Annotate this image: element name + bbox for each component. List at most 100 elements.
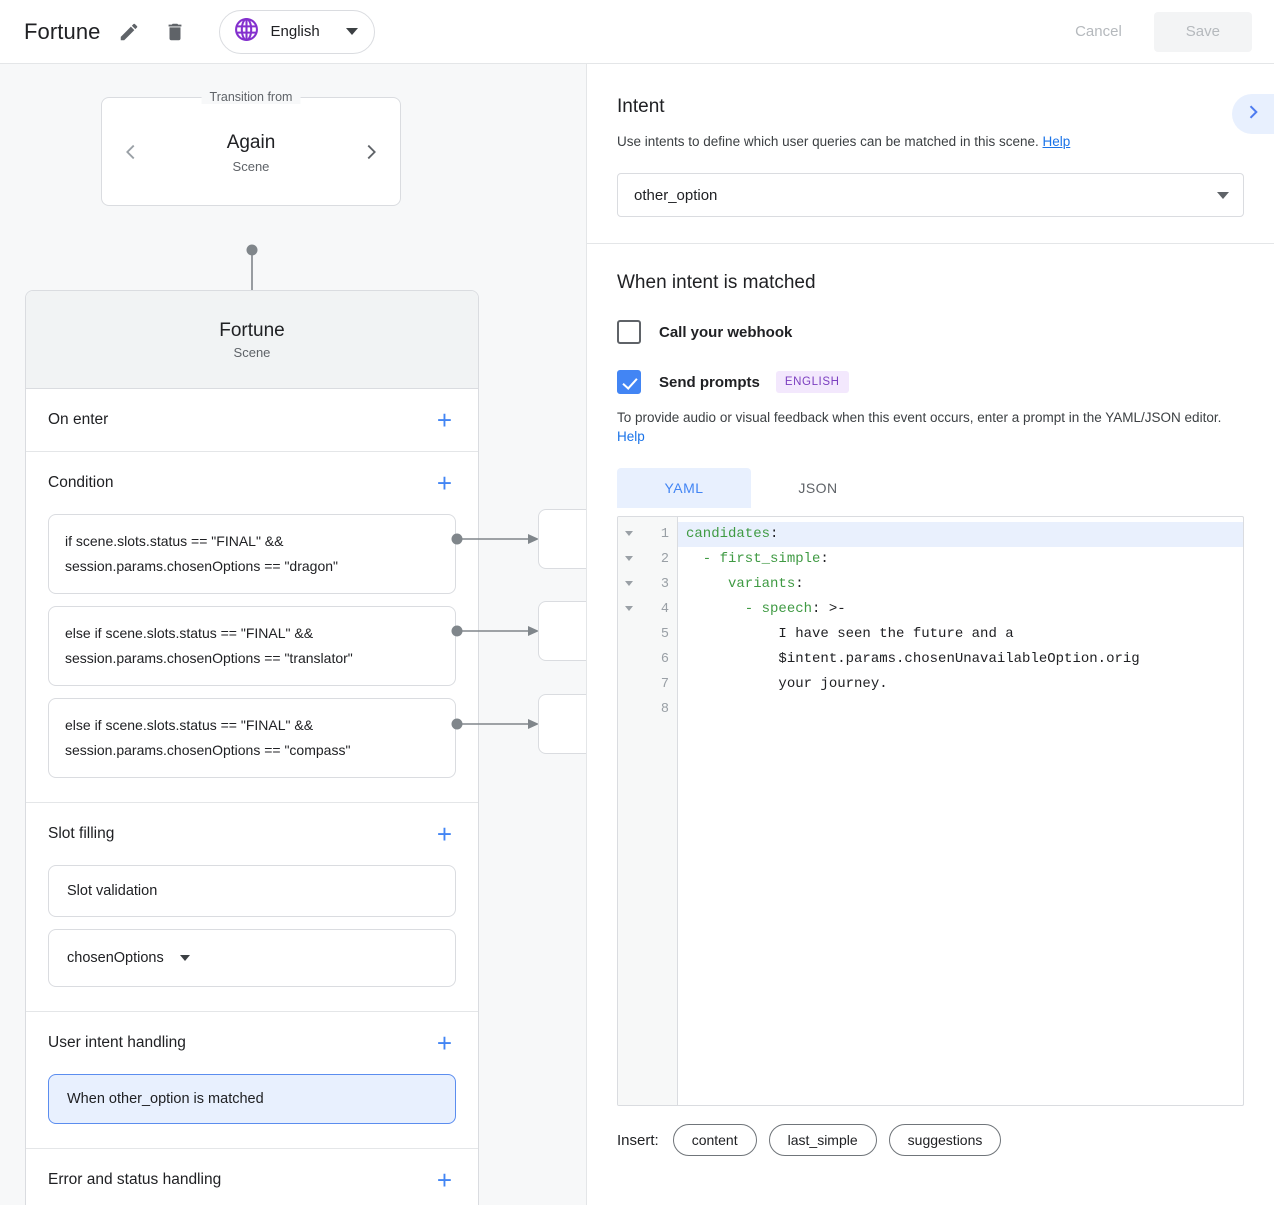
section-slot-filling: Slot filling + Slot validation chosenOpt… <box>26 803 478 1012</box>
top-bar-actions: Cancel Save <box>1051 11 1274 52</box>
page-title: Fortune <box>24 18 101 44</box>
tab-json[interactable]: JSON <box>798 480 838 496</box>
intent-description-text: Use intents to define which user queries… <box>617 134 1039 149</box>
editor-code-area[interactable]: candidates: - first_simple: variants: - … <box>678 517 1243 1105</box>
transition-target-card[interactable] <box>538 694 586 754</box>
code-line[interactable]: - first_simple: <box>678 547 1243 572</box>
add-error-handler-button[interactable]: + <box>436 1165 452 1195</box>
gutter-row[interactable]: 7 <box>618 672 677 697</box>
line-number: 7 <box>660 677 669 692</box>
tab-yaml[interactable]: YAML <box>617 468 751 508</box>
user-intent-list: When other_option is matched <box>48 1074 456 1148</box>
chevron-down-icon <box>345 28 358 35</box>
condition-list: if scene.slots.status == "FINAL" && sess… <box>48 514 456 802</box>
section-title-on-enter: On enter <box>48 411 109 428</box>
slot-validation-label: Slot validation <box>67 883 158 899</box>
prompts-help-link[interactable]: Help <box>617 429 645 444</box>
scene-name: Fortune <box>219 319 285 341</box>
line-number: 4 <box>660 602 669 617</box>
code-line[interactable]: $intent.params.chosenUnavailableOption.o… <box>678 647 1243 672</box>
insert-chip-last-simple[interactable]: last_simple <box>768 1124 877 1156</box>
code-line[interactable]: I have seen the future and a <box>678 622 1243 647</box>
scene-subtitle: Scene <box>233 344 271 360</box>
intent-select[interactable]: other_option <box>617 173 1244 217</box>
gutter-row[interactable]: 5 <box>618 622 677 647</box>
intent-help-link[interactable]: Help <box>1042 134 1071 149</box>
add-slot-button[interactable]: + <box>436 819 452 849</box>
transition-from-body: Again Scene <box>227 130 276 174</box>
transition-from-subtitle: Scene <box>232 158 270 174</box>
code-line[interactable] <box>678 697 1243 722</box>
edit-title-button[interactable] <box>111 14 147 50</box>
send-prompts-helper: To provide audio or visual feedback when… <box>617 408 1244 446</box>
transition-from-card[interactable]: Transition from Again Scene <box>101 90 401 206</box>
fold-triangle-icon[interactable] <box>625 531 633 536</box>
condition-line-2: session.params.chosenOptions == "dragon" <box>65 558 338 574</box>
delete-button[interactable] <box>157 14 193 50</box>
fold-triangle-icon[interactable] <box>625 606 633 611</box>
gutter-row[interactable]: 1 <box>618 522 677 547</box>
gutter-row[interactable]: 6 <box>618 647 677 672</box>
scene-canvas: Transition from Again Scene Fortune Scen… <box>0 64 586 1205</box>
call-webhook-checkbox[interactable] <box>617 320 641 344</box>
add-on-enter-button[interactable]: + <box>436 405 452 435</box>
condition-line-1: else if scene.slots.status == "FINAL" && <box>65 717 314 733</box>
fold-triangle-icon[interactable] <box>625 581 633 586</box>
chevron-down-icon[interactable] <box>179 955 190 961</box>
language-selector[interactable]: English <box>218 9 375 54</box>
chevron-left-icon[interactable] <box>120 141 142 163</box>
code-line[interactable]: candidates: <box>678 522 1243 547</box>
intent-heading: Intent <box>617 96 665 117</box>
gutter-row[interactable]: 8 <box>618 697 677 722</box>
code-rest: your journey. <box>686 676 888 692</box>
top-bar: Fortune English Cancel Save <box>0 0 1274 64</box>
condition-card[interactable]: else if scene.slots.status == "FINAL" &&… <box>48 698 456 778</box>
section-title-condition: Condition <box>48 474 114 491</box>
gutter-row[interactable]: 4 <box>618 597 677 622</box>
line-number: 1 <box>660 527 669 542</box>
panel-divider <box>587 243 1274 244</box>
add-condition-button[interactable]: + <box>436 468 452 498</box>
intent-select-value: other_option <box>634 186 718 204</box>
editor-gutter: 1 2 3 4 5 6 7 8 <box>618 517 678 1105</box>
line-number: 6 <box>660 652 669 667</box>
code-rest: $intent.params.chosenUnavailableOption.o… <box>686 651 1140 667</box>
code-key: variants <box>686 576 796 592</box>
slot-validation-card[interactable]: Slot validation <box>48 865 456 917</box>
code-line[interactable]: your journey. <box>678 672 1243 697</box>
gutter-row[interactable]: 2 <box>618 547 677 572</box>
code-rest: : >- <box>812 601 846 617</box>
code-line[interactable]: - speech: >- <box>678 597 1243 622</box>
chevron-right-icon[interactable] <box>360 141 382 163</box>
scene-detail-panel: Fortune Scene On enter + Condition + if … <box>25 290 479 1205</box>
section-title-user-intent-handling: User intent handling <box>48 1034 186 1051</box>
slot-name-label: chosenOptions <box>67 950 164 966</box>
fold-triangle-icon[interactable] <box>625 556 633 561</box>
user-intent-item-selected[interactable]: When other_option is matched <box>48 1074 456 1124</box>
send-prompts-checkbox[interactable] <box>617 370 641 394</box>
gutter-row[interactable]: 3 <box>618 572 677 597</box>
code-key: candidates <box>686 526 771 542</box>
save-button[interactable]: Save <box>1153 11 1252 52</box>
webhook-row: Call your webhook <box>617 320 1244 344</box>
cancel-button[interactable]: Cancel <box>1051 12 1146 52</box>
insert-chip-suggestions[interactable]: suggestions <box>888 1124 1002 1156</box>
code-rest: : <box>795 576 804 592</box>
yaml-editor[interactable]: 1 2 3 4 5 6 7 8 candidates: - first_simp… <box>617 516 1244 1106</box>
slot-chosenoptions-card[interactable]: chosenOptions <box>48 929 456 987</box>
intent-detail-panel: Intent Use intents to define which user … <box>586 64 1274 1205</box>
transition-target-card[interactable] <box>538 601 586 661</box>
chevron-right-icon <box>1243 102 1263 127</box>
transition-target-card[interactable] <box>538 509 586 569</box>
user-intent-item-label: When other_option is matched <box>67 1091 264 1107</box>
expand-panel-button[interactable] <box>1232 94 1274 134</box>
code-line[interactable]: variants: <box>678 572 1243 597</box>
condition-card[interactable]: if scene.slots.status == "FINAL" && sess… <box>48 514 456 594</box>
add-user-intent-button[interactable]: + <box>436 1028 452 1058</box>
section-user-intent-handling: User intent handling + When other_option… <box>26 1012 478 1149</box>
condition-card[interactable]: else if scene.slots.status == "FINAL" &&… <box>48 606 456 686</box>
insert-chip-content[interactable]: content <box>672 1124 757 1156</box>
condition-line-2: session.params.chosenOptions == "transla… <box>65 650 353 666</box>
when-intent-matched-heading: When intent is matched <box>617 272 816 293</box>
language-badge: ENGLISH <box>775 371 849 393</box>
